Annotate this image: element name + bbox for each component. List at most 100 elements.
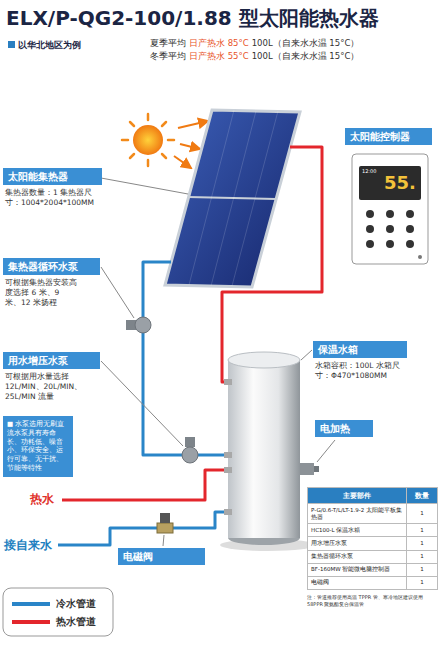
controller-part-part bbox=[406, 210, 414, 218]
spec-text: 100L（自来水水温 15°C） bbox=[252, 51, 360, 61]
controller-part-part bbox=[406, 225, 414, 233]
sun-part bbox=[122, 114, 174, 166]
pipes-part bbox=[58, 512, 232, 545]
solenoid-valve bbox=[157, 513, 173, 533]
leader-lines-part bbox=[101, 267, 134, 318]
parts-table: 主要部件数量P-G/0.6-T/L/LT-1.9-2 太阳能平板集热器1HC10… bbox=[307, 487, 438, 590]
sun-rays-part bbox=[174, 156, 191, 168]
electric-heater-part bbox=[300, 463, 314, 475]
legend-text: 热水管道 bbox=[56, 615, 96, 629]
water-tank-part bbox=[224, 379, 232, 385]
table-cell: P-G/0.6-T/L/LT-1.9-2 太阳能平板集热器 bbox=[308, 504, 407, 524]
spec-line: 夏季平均日产热水 85°C100L（自来水水温 15°C） bbox=[150, 38, 362, 50]
spec-text: 夏季平均 bbox=[150, 38, 186, 48]
water-tank-part bbox=[224, 467, 232, 473]
lcd-temperature: 55. bbox=[384, 172, 416, 193]
table-cell: 集热器循环水泵 bbox=[308, 551, 407, 564]
pipe-label: 热水 bbox=[30, 491, 54, 508]
legend-frame bbox=[3, 588, 113, 636]
solar-panel-part bbox=[232, 111, 278, 286]
pipes-part bbox=[222, 147, 322, 382]
solenoid-valve-part bbox=[157, 523, 173, 533]
controller-part-part bbox=[386, 240, 394, 248]
heading: 电磁阀 bbox=[118, 548, 205, 565]
solar-panel-part bbox=[189, 110, 234, 285]
sun-part-part bbox=[130, 154, 134, 158]
water-tank bbox=[220, 352, 316, 551]
heading: 集热器循环水泵 bbox=[3, 258, 100, 275]
controller-part bbox=[418, 255, 422, 259]
solar-panel-part bbox=[188, 197, 276, 199]
spec-highlight: 日产热水 85°C bbox=[189, 38, 249, 48]
callout-box: 集热器循环水泵可根据集热器安装高度选择 6 米、9 米、12 米扬程 bbox=[3, 258, 100, 307]
electric-heater-part bbox=[314, 466, 319, 472]
solenoid-valve-part bbox=[160, 513, 170, 523]
sun-rays-part bbox=[180, 144, 200, 149]
sun-part-part bbox=[162, 122, 166, 126]
callout-box: 太阳能控制器 bbox=[345, 128, 432, 145]
sun-part-part bbox=[168, 139, 174, 142]
water-tank-part bbox=[224, 509, 232, 515]
spec-text: 冬季平均 bbox=[150, 51, 186, 61]
callout-box: 电加热 bbox=[315, 420, 373, 437]
heading: 电加热 bbox=[315, 420, 373, 437]
spec-line: 冬季平均日产热水 55°C100L（自来水水温 15°C） bbox=[150, 51, 362, 63]
heading: 保温水箱 bbox=[313, 341, 407, 358]
circulation-pump bbox=[126, 317, 151, 333]
booster-pump-part bbox=[185, 437, 195, 447]
controller-part-part bbox=[386, 225, 394, 233]
heading: 太阳能控制器 bbox=[345, 128, 432, 145]
table-cell: 1 bbox=[407, 504, 438, 524]
body-text: 可根据集热器安装高度选择 6 米、9 米、12 米扬程 bbox=[3, 278, 77, 307]
bullet-square bbox=[8, 41, 15, 48]
table-cell: 1 bbox=[407, 524, 438, 537]
callout-box: 保温水箱水箱容积：100L 水箱尺寸：Φ470*1080MM bbox=[313, 341, 407, 381]
leader-lines-part bbox=[163, 535, 164, 546]
leader-lines-part bbox=[317, 440, 335, 462]
circulation-pump-part bbox=[135, 317, 151, 333]
table-note: 注：管道推荐使用高温 TPPR 管、寒冷地区建议使用 58PPR 聚氨酯复合保温… bbox=[307, 594, 438, 608]
water-tank-part bbox=[228, 360, 300, 538]
water-tank-part bbox=[228, 352, 300, 368]
table-cell: 1 bbox=[407, 577, 438, 590]
sun-part bbox=[133, 125, 163, 155]
table-cell: 电磁阀 bbox=[308, 577, 407, 590]
sun-part-part bbox=[147, 160, 150, 166]
pipes bbox=[58, 147, 322, 545]
page-title: ELX/P-QG2-100/1.88 型太阳能热水器 bbox=[6, 5, 379, 32]
controller-part-part bbox=[366, 210, 374, 218]
spec-highlight: 日产热水 55°C bbox=[189, 51, 249, 61]
table-cell: 1 bbox=[407, 564, 438, 577]
solar-panel bbox=[165, 110, 300, 287]
controller bbox=[352, 154, 428, 264]
table-cell: 1 bbox=[407, 537, 438, 550]
water-tank-part bbox=[228, 360, 300, 538]
heading: 太阳能集热器 bbox=[3, 168, 102, 185]
pipes-part bbox=[143, 262, 232, 455]
region-note: 以华北地区为例 bbox=[18, 39, 81, 52]
lcd-clock: 12:00 bbox=[362, 168, 376, 174]
legend-frame-part bbox=[3, 588, 113, 636]
callout-box: 太阳能集热器集热器数量：1 集热器尺寸：1004*2004*100MM bbox=[3, 168, 102, 208]
controller-part-part bbox=[366, 240, 374, 248]
leader-lines-part bbox=[101, 361, 183, 446]
table-cell: BF-160MW 智能微电脑控制器 bbox=[308, 564, 407, 577]
leader-lines-part bbox=[101, 178, 188, 194]
electric-heater bbox=[300, 463, 319, 475]
heading: ■ 水泵选用无刷直流水泵具有寿命长、功耗低、噪音小、环保安全、运行可靠、无干扰、… bbox=[7, 420, 69, 473]
pipes-part bbox=[62, 470, 232, 500]
table-cell: 用水增压水泵 bbox=[308, 537, 407, 550]
table-header: 数量 bbox=[407, 488, 438, 504]
sun bbox=[122, 114, 174, 166]
pipe-label: 接自来水 bbox=[4, 537, 52, 554]
sun-part-part bbox=[122, 139, 128, 142]
legend-frame-part bbox=[12, 602, 50, 606]
leader-lines-part bbox=[301, 350, 312, 360]
leader-lines bbox=[101, 178, 335, 546]
table-cell: 1 bbox=[407, 551, 438, 564]
callout-box: 电磁阀 bbox=[118, 548, 205, 565]
callout-box: 用水增压水泵可根据用水量选择 12L/MIN、20L/MIN、25L/MIN 流… bbox=[3, 352, 100, 401]
table-cell: HC100-L 保温水箱 bbox=[308, 524, 407, 537]
legend-frame-part bbox=[12, 620, 50, 624]
